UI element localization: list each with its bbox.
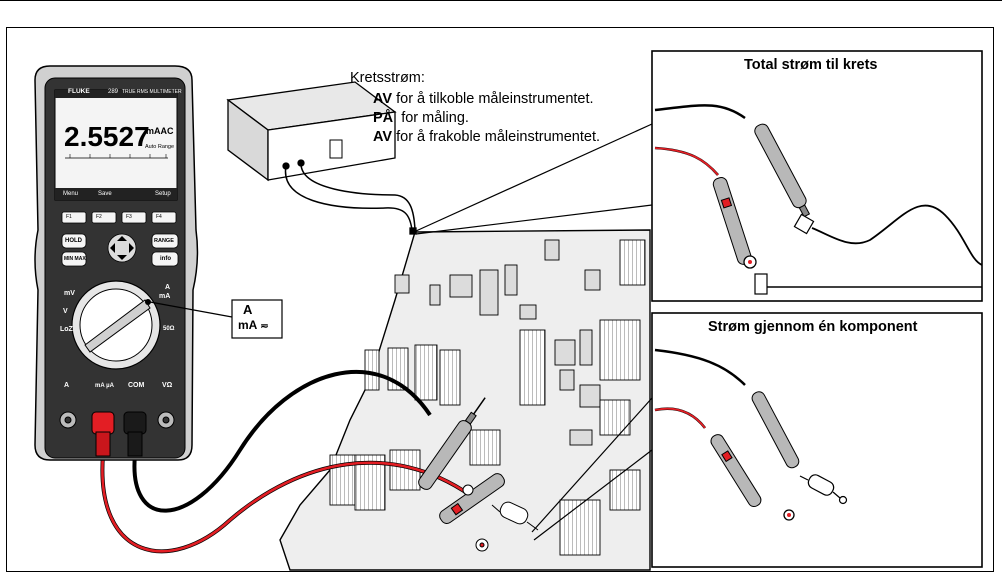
softkey-menu[interactable]: Menu bbox=[63, 191, 79, 197]
hold-button[interactable]: HOLD bbox=[65, 238, 82, 244]
instruction-step-1: AV for å tilkoble måleinstrumentet. bbox=[373, 91, 594, 108]
callout-box bbox=[231, 299, 283, 339]
meter-model: 289 bbox=[108, 89, 119, 95]
instruction-step-3: AV for å frakoble måleinstrumentet. bbox=[373, 129, 600, 146]
ac-dc-icon: ≂ bbox=[260, 321, 269, 332]
dial-label-a: A bbox=[165, 284, 171, 291]
dial-label-ma: mA bbox=[159, 293, 171, 300]
range-button[interactable]: RANGE bbox=[154, 238, 174, 244]
step-1-text: for å tilkoble måleinstrumentet. bbox=[396, 91, 594, 107]
board-probes bbox=[418, 397, 505, 552]
meter-reading: 2.5527 bbox=[64, 121, 150, 152]
callout-line-ma: mA ≂ bbox=[238, 318, 269, 334]
step-1-state: AV bbox=[373, 91, 393, 107]
dial-label-v: V bbox=[63, 308, 68, 315]
f4-key[interactable]: F4 bbox=[156, 214, 162, 220]
panel-total bbox=[651, 50, 983, 302]
meter-range-text: Auto Range bbox=[145, 144, 175, 150]
jack-label-com: COM bbox=[128, 382, 145, 389]
panel-component-art bbox=[654, 348, 848, 521]
callout-ma-text: mA bbox=[238, 318, 257, 332]
minmax-button[interactable]: MIN MAX bbox=[64, 256, 86, 262]
zoom-lines bbox=[415, 123, 653, 541]
panel-component-title: Strøm gjennom én komponent bbox=[708, 319, 918, 335]
top-rule bbox=[0, 0, 1002, 1]
f2-key[interactable]: F2 bbox=[96, 214, 102, 220]
step-2-text: for måling. bbox=[401, 110, 469, 126]
figure-frame bbox=[6, 27, 994, 572]
step-3-state: AV bbox=[373, 129, 393, 145]
jack-label-a: A bbox=[64, 382, 70, 389]
f1-key[interactable]: F1 bbox=[66, 214, 72, 220]
meter-unit: mAAC bbox=[146, 126, 174, 136]
callout-leader bbox=[149, 301, 233, 318]
panel-total-art bbox=[654, 104, 983, 295]
dial-label-ohm: 50Ω bbox=[163, 326, 175, 332]
step-3-text: for å frakoble måleinstrumentet. bbox=[396, 129, 601, 145]
panel-total-title: Total strøm til krets bbox=[744, 57, 878, 73]
test-leads bbox=[100, 369, 472, 554]
circuit-board bbox=[279, 229, 651, 571]
power-supply bbox=[226, 81, 417, 235]
meter-brand: FLUKE bbox=[68, 88, 90, 95]
step-2-state: PÅ bbox=[373, 110, 394, 126]
meter-model-desc: TRUE RMS MULTIMETER bbox=[122, 89, 182, 95]
jack-label-v: VΩ bbox=[162, 382, 173, 389]
f3-key[interactable]: F3 bbox=[126, 214, 132, 220]
instructions-title: Kretsstrøm: bbox=[350, 70, 425, 86]
jack-label-ma: mA µA bbox=[95, 383, 114, 389]
dial-label-mv: mV bbox=[64, 290, 75, 297]
callout-line-a: A bbox=[243, 302, 253, 317]
instruction-step-2: PÅ for måling. bbox=[373, 110, 469, 127]
dial-label-loz: LoZ bbox=[60, 326, 73, 333]
panel-component bbox=[651, 312, 983, 568]
info-button[interactable]: info bbox=[160, 256, 171, 262]
softkey-setup[interactable]: Setup bbox=[155, 191, 171, 197]
multimeter bbox=[34, 65, 199, 461]
softkey-save[interactable]: Save bbox=[98, 191, 112, 197]
